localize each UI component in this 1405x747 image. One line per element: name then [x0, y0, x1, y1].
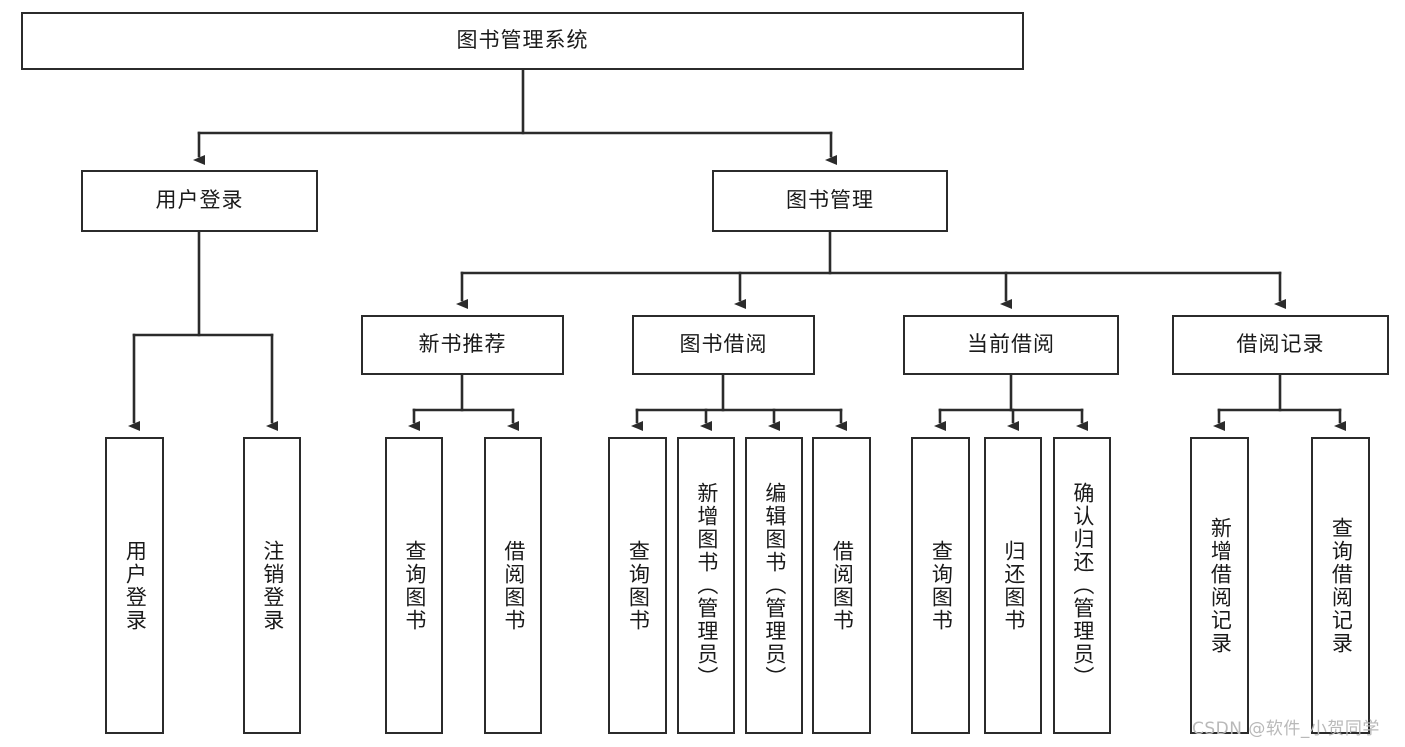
- node-leaf-query-book-cb[interactable]: 查询图书: [911, 437, 970, 734]
- node-book-manage[interactable]: 图书管理: [712, 170, 948, 232]
- node-leaf-label: 查询图书: [929, 539, 954, 632]
- node-leaf-label: 新增借阅记录: [1208, 516, 1233, 655]
- node-current-borrow[interactable]: 当前借阅: [903, 315, 1119, 375]
- node-leaf-label: 用户登录: [123, 539, 148, 632]
- node-leaf-label: 查询图书: [402, 539, 427, 632]
- node-new-book-recommend[interactable]: 新书推荐: [361, 315, 564, 375]
- node-leaf-edit-book[interactable]: 编辑图书（管理员）: [745, 437, 803, 734]
- node-root-label: 图书管理系统: [456, 28, 589, 53]
- node-leaf-label: 归还图书: [1001, 539, 1026, 632]
- node-current-borrow-label: 当前借阅: [967, 332, 1055, 357]
- node-leaf-return-book[interactable]: 归还图书: [984, 437, 1042, 734]
- node-borrow-record[interactable]: 借阅记录: [1172, 315, 1389, 375]
- node-leaf-query-borrow-record[interactable]: 查询借阅记录: [1311, 437, 1370, 734]
- node-book-manage-label: 图书管理: [786, 188, 874, 213]
- csdn-watermark: CSDN @软件_小贺同学: [1192, 719, 1380, 739]
- node-borrow-record-label: 借阅记录: [1236, 332, 1325, 357]
- node-leaf-label: 新增图书（管理员）: [694, 482, 719, 689]
- node-leaf-label: 查询借阅记录: [1329, 516, 1354, 655]
- node-leaf-query-book-rec[interactable]: 查询图书: [385, 437, 443, 734]
- node-leaf-borrow-book-bb[interactable]: 借阅图书: [812, 437, 871, 734]
- node-leaf-confirm-return[interactable]: 确认归还（管理员）: [1053, 437, 1111, 734]
- node-leaf-label: 借阅图书: [830, 539, 855, 632]
- node-leaf-add-borrow-record[interactable]: 新增借阅记录: [1190, 437, 1249, 734]
- node-leaf-query-book-bb[interactable]: 查询图书: [608, 437, 667, 734]
- node-leaf-label: 注销登录: [260, 539, 285, 632]
- node-leaf-label: 确认归还（管理员）: [1070, 482, 1095, 689]
- node-leaf-label: 编辑图书（管理员）: [762, 482, 787, 689]
- node-user-login-label: 用户登录: [155, 188, 244, 213]
- node-leaf-user-logout[interactable]: 注销登录: [243, 437, 301, 734]
- node-leaf-user-login[interactable]: 用户登录: [105, 437, 164, 734]
- node-new-book-recommend-label: 新书推荐: [418, 332, 507, 357]
- node-book-borrow[interactable]: 图书借阅: [632, 315, 815, 375]
- node-leaf-add-book[interactable]: 新增图书（管理员）: [677, 437, 735, 734]
- node-book-borrow-label: 图书借阅: [679, 332, 768, 357]
- node-leaf-label: 查询图书: [626, 539, 651, 632]
- node-leaf-label: 借阅图书: [501, 539, 526, 632]
- node-root-book-management-system[interactable]: 图书管理系统: [21, 12, 1024, 70]
- node-user-login[interactable]: 用户登录: [81, 170, 318, 232]
- node-leaf-borrow-book-rec[interactable]: 借阅图书: [484, 437, 542, 734]
